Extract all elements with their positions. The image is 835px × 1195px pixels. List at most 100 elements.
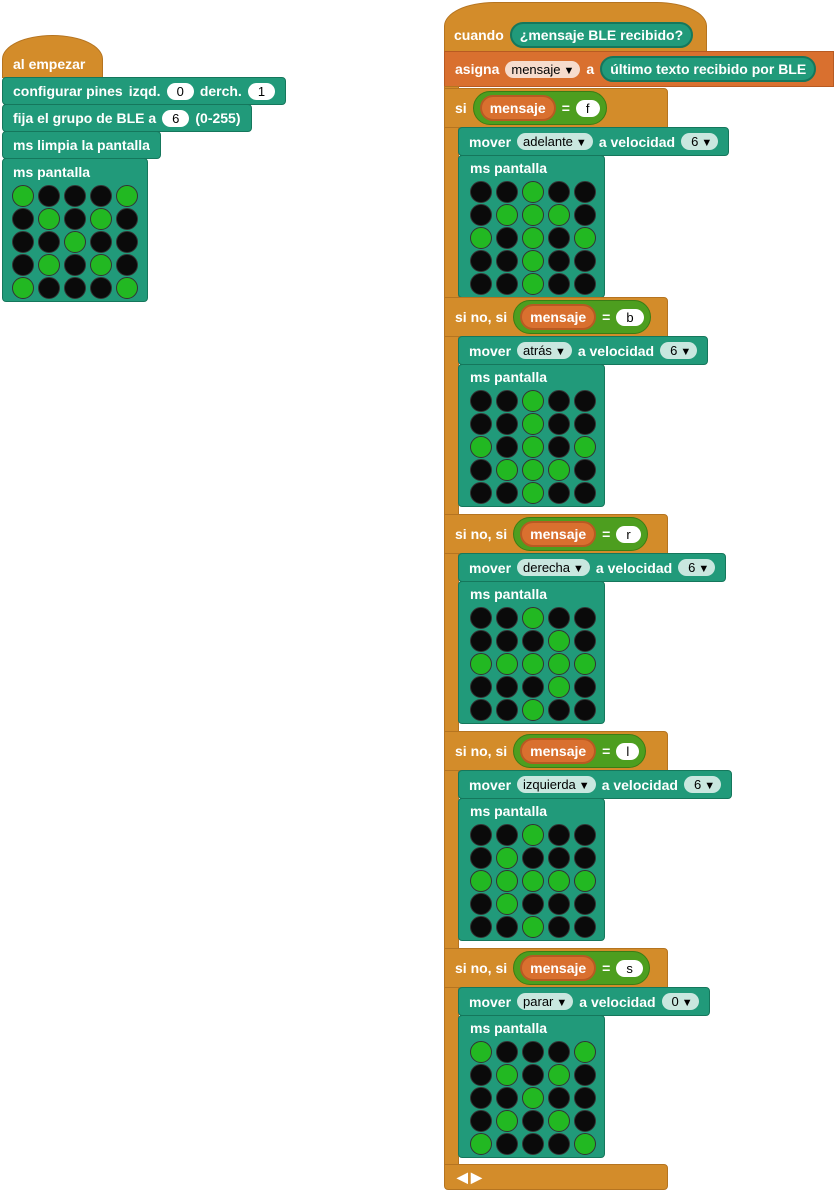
direction-dropdown[interactable]: parar▼	[517, 993, 574, 1010]
led-off[interactable]	[496, 824, 518, 846]
led-off[interactable]	[574, 181, 596, 203]
led-off[interactable]	[574, 1110, 596, 1132]
led-off[interactable]	[496, 1087, 518, 1109]
led-on[interactable]	[496, 204, 518, 226]
led-off[interactable]	[496, 916, 518, 938]
led-on[interactable]	[522, 870, 544, 892]
led-off[interactable]	[496, 630, 518, 652]
led-off[interactable]	[574, 893, 596, 915]
led-off[interactable]	[470, 847, 492, 869]
compare-value-input[interactable]: r	[616, 525, 641, 543]
led-on[interactable]	[522, 607, 544, 629]
led-off[interactable]	[496, 1133, 518, 1155]
led-on[interactable]	[548, 1064, 570, 1086]
led-off[interactable]	[548, 227, 570, 249]
led-off[interactable]	[496, 436, 518, 458]
led-off[interactable]	[548, 699, 570, 721]
variable-reporter[interactable]: mensaje	[520, 521, 597, 547]
led-off[interactable]	[90, 185, 112, 207]
variable-reporter[interactable]: mensaje	[520, 304, 597, 330]
led-off[interactable]	[522, 630, 544, 652]
led-off[interactable]	[574, 1064, 596, 1086]
led-off[interactable]	[548, 250, 570, 272]
equals-block[interactable]: mensaje = r	[513, 517, 648, 551]
led-on[interactable]	[574, 870, 596, 892]
compare-value-input[interactable]: s	[616, 959, 643, 977]
led-off[interactable]	[38, 231, 60, 253]
led-off[interactable]	[64, 277, 86, 299]
led-off[interactable]	[522, 1110, 544, 1132]
variable-dropdown[interactable]: mensaje▼	[505, 60, 581, 78]
speed-dropdown[interactable]: 6▼	[678, 559, 716, 576]
led-off[interactable]	[574, 390, 596, 412]
led-off[interactable]	[470, 413, 492, 435]
led-on[interactable]	[522, 413, 544, 435]
led-off[interactable]	[64, 185, 86, 207]
led-on[interactable]	[38, 254, 60, 276]
led-off[interactable]	[470, 250, 492, 272]
led-off[interactable]	[12, 208, 34, 230]
led-on[interactable]	[574, 1133, 596, 1155]
led-off[interactable]	[496, 390, 518, 412]
display-block[interactable]: ms pantalla	[458, 798, 605, 941]
led-off[interactable]	[574, 1087, 596, 1109]
led-on[interactable]	[522, 1087, 544, 1109]
led-off[interactable]	[574, 676, 596, 698]
led-on[interactable]	[522, 250, 544, 272]
variable-reporter[interactable]: mensaje	[479, 95, 556, 121]
assign-variable-block[interactable]: asigna mensaje▼ a último texto recibido …	[444, 51, 834, 87]
led-on[interactable]	[522, 204, 544, 226]
condition-header-1[interactable]: si no, si mensaje = b	[444, 297, 668, 337]
led-off[interactable]	[574, 459, 596, 481]
led-off[interactable]	[470, 824, 492, 846]
led-on[interactable]	[574, 653, 596, 675]
led-off[interactable]	[116, 208, 138, 230]
expand-arrow-right-icon[interactable]: ▶	[471, 1169, 482, 1185]
right-pin-input[interactable]: 1	[247, 82, 276, 100]
led-off[interactable]	[574, 699, 596, 721]
led-off[interactable]	[470, 1110, 492, 1132]
led-off[interactable]	[574, 204, 596, 226]
direction-dropdown[interactable]: izquierda▼	[517, 776, 596, 793]
led-on[interactable]	[522, 459, 544, 481]
led-off[interactable]	[12, 231, 34, 253]
led-off[interactable]	[470, 273, 492, 295]
led-off[interactable]	[470, 699, 492, 721]
led-off[interactable]	[574, 273, 596, 295]
clear-screen-block[interactable]: ms limpia la pantalla	[2, 131, 161, 159]
led-on[interactable]	[64, 231, 86, 253]
led-off[interactable]	[574, 607, 596, 629]
led-on[interactable]	[548, 653, 570, 675]
variable-reporter[interactable]: mensaje	[520, 955, 597, 981]
led-off[interactable]	[64, 208, 86, 230]
equals-block[interactable]: mensaje = l	[513, 734, 647, 768]
led-on[interactable]	[470, 1133, 492, 1155]
led-on[interactable]	[38, 208, 60, 230]
led-off[interactable]	[574, 250, 596, 272]
display-block[interactable]: ms pantalla	[458, 364, 605, 507]
led-off[interactable]	[496, 699, 518, 721]
led-off[interactable]	[522, 676, 544, 698]
led-on[interactable]	[496, 1110, 518, 1132]
led-off[interactable]	[470, 482, 492, 504]
led-off[interactable]	[470, 204, 492, 226]
led-on[interactable]	[548, 870, 570, 892]
led-on[interactable]	[496, 459, 518, 481]
led-off[interactable]	[90, 277, 112, 299]
led-off[interactable]	[470, 916, 492, 938]
led-on[interactable]	[116, 185, 138, 207]
led-off[interactable]	[548, 916, 570, 938]
led-off[interactable]	[470, 181, 492, 203]
equals-block[interactable]: mensaje = b	[513, 300, 651, 334]
led-off[interactable]	[548, 893, 570, 915]
led-on[interactable]	[522, 181, 544, 203]
led-off[interactable]	[522, 847, 544, 869]
led-off[interactable]	[496, 413, 518, 435]
led-on[interactable]	[548, 459, 570, 481]
led-on[interactable]	[496, 847, 518, 869]
compare-value-input[interactable]: b	[616, 308, 644, 326]
direction-dropdown[interactable]: adelante▼	[517, 133, 593, 150]
configure-pins-block[interactable]: configurar pines izqd. 0 derch. 1	[2, 77, 287, 105]
led-off[interactable]	[548, 1133, 570, 1155]
led-off[interactable]	[470, 1064, 492, 1086]
